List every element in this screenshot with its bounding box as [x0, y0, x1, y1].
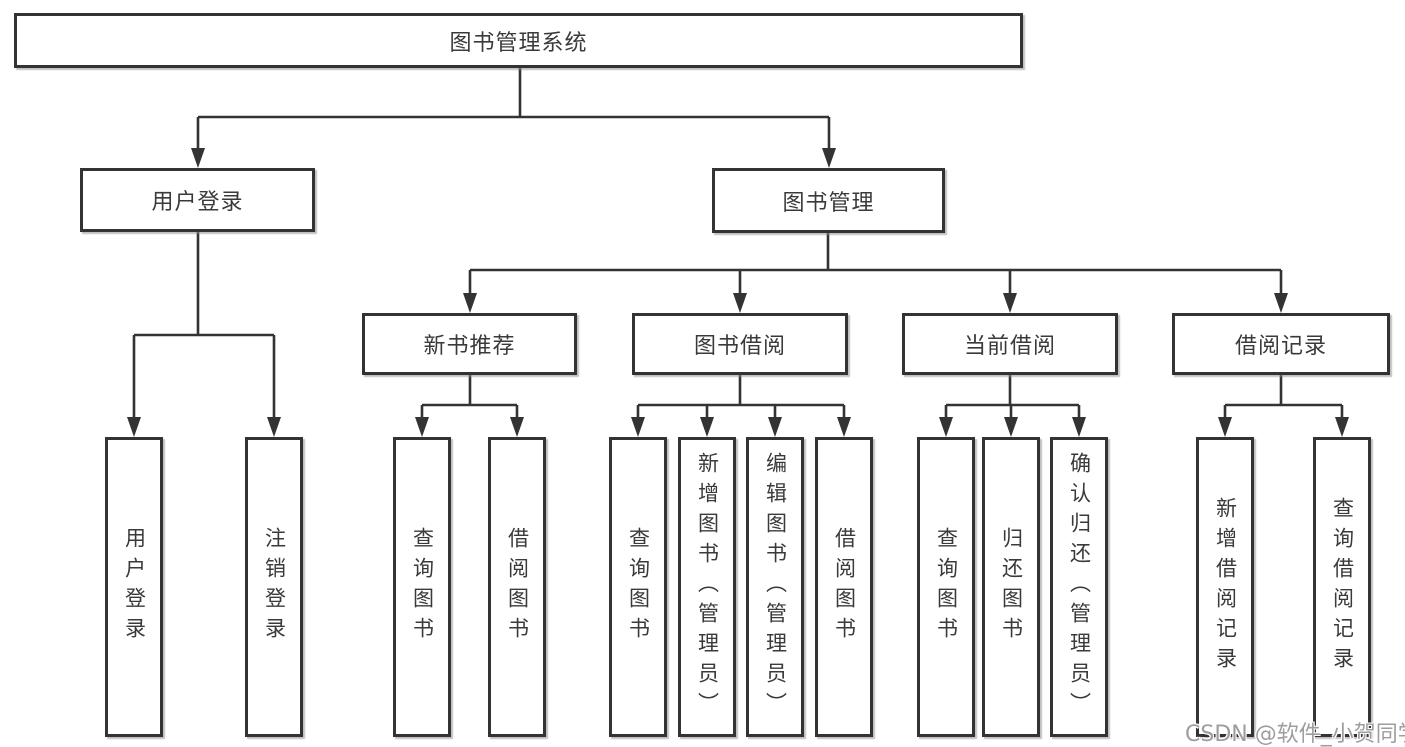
leaf-node-user-login: 用户登录 — [105, 437, 163, 737]
group-node-label: 新书推荐 — [423, 334, 516, 359]
leaf-node-borrow-books: 借阅图书 — [815, 437, 873, 737]
leaf-node-query-books: 查询图书 — [393, 437, 451, 737]
leaf-node-borrow-books: 借阅图书 — [488, 437, 546, 737]
leaf-node-query-books: 查询图书 — [609, 437, 667, 737]
csdn-watermark: CSDN @软件_小贺同学 — [1185, 722, 1405, 747]
leaf-node-label: 新增借阅记录 — [1213, 497, 1238, 677]
leaf-node-label: 注销登录 — [262, 527, 287, 647]
group-node-borrow-record: 借阅记录 — [1172, 313, 1390, 375]
group-node-label: 当前借阅 — [963, 334, 1056, 359]
leaf-node-add-borrow-record: 新增借阅记录 — [1196, 437, 1254, 737]
leaf-node-label: 查询借阅记录 — [1330, 497, 1355, 677]
leaf-node-label: 借阅图书 — [832, 527, 857, 647]
leaf-node-label: 编辑图书（管理员） — [763, 452, 788, 722]
leaf-node-label: 查询图书 — [410, 527, 435, 647]
group-node-current-borrow: 当前借阅 — [902, 313, 1118, 375]
root-node-label: 图书管理系统 — [449, 30, 588, 56]
leaf-node-add-books-admin: 新增图书（管理员） — [678, 437, 736, 737]
group-node-label: 图书借阅 — [693, 334, 786, 359]
branch-node-user-login: 用户登录 — [80, 168, 315, 232]
leaf-node-query-books: 查询图书 — [917, 437, 975, 737]
leaf-node-query-borrow-record: 查询借阅记录 — [1313, 437, 1371, 737]
leaf-node-label: 用户登录 — [122, 527, 147, 647]
leaf-node-label: 确认归还（管理员） — [1067, 452, 1092, 722]
leaf-node-label: 归还图书 — [999, 527, 1024, 647]
leaf-node-edit-books-admin: 编辑图书（管理员） — [746, 437, 804, 737]
leaf-node-confirm-return-admin: 确认归还（管理员） — [1050, 437, 1108, 737]
leaf-node-label: 新增图书（管理员） — [695, 452, 720, 722]
group-node-book-borrow: 图书借阅 — [632, 313, 848, 375]
leaf-node-return-books: 归还图书 — [982, 437, 1040, 737]
leaf-node-label: 查询图书 — [934, 527, 959, 647]
branch-node-label: 图书管理 — [782, 190, 875, 216]
leaf-node-label: 借阅图书 — [505, 527, 530, 647]
root-node-library-system: 图书管理系统 — [14, 13, 1023, 68]
group-node-label: 借阅记录 — [1234, 334, 1327, 359]
group-node-new-book-recommend: 新书推荐 — [362, 313, 577, 375]
branch-node-label: 用户登录 — [151, 190, 244, 215]
leaf-node-logout: 注销登录 — [245, 437, 303, 737]
branch-node-book-management: 图书管理 — [712, 168, 945, 233]
leaf-node-label: 查询图书 — [626, 527, 651, 647]
